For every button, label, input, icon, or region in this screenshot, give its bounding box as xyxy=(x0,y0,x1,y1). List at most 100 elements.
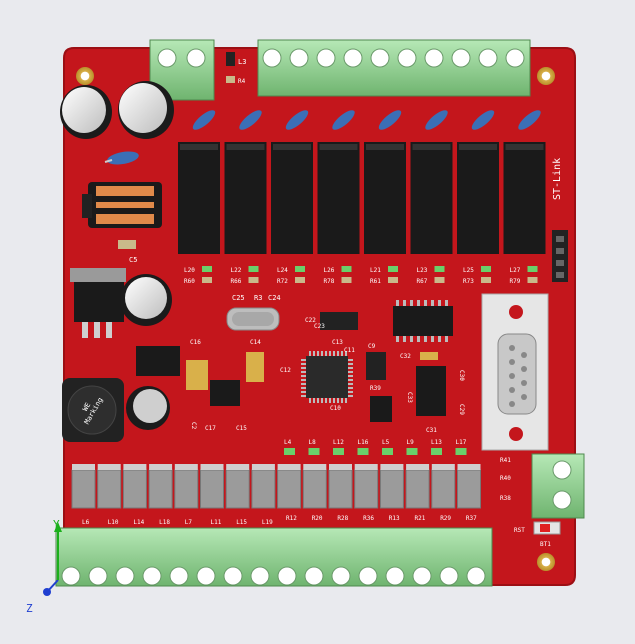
input-led-label: L5 xyxy=(382,439,390,446)
capacitor-electrolytic-small xyxy=(126,386,170,430)
relay xyxy=(224,142,267,254)
capacitor-electrolytic-mid xyxy=(120,274,172,326)
label-c9: C9 xyxy=(368,343,376,350)
optocoupler xyxy=(457,469,481,509)
terminal-screw xyxy=(250,566,270,586)
label-c24: C24 xyxy=(268,294,281,302)
terminal-screw xyxy=(424,48,444,68)
relay-resistor-label: R60 xyxy=(184,278,195,285)
input-led xyxy=(308,448,320,455)
terminal-screw xyxy=(412,566,432,586)
input-led xyxy=(406,448,418,455)
relay-led-label: L20 xyxy=(184,267,195,274)
relay-resistor xyxy=(388,277,398,283)
input-led xyxy=(284,448,295,455)
optocoupler xyxy=(97,469,122,509)
label-c16: C16 xyxy=(190,339,201,346)
snubber-capacitor xyxy=(332,110,355,130)
terminal-screw xyxy=(88,566,108,586)
relay-resistor-label: R73 xyxy=(463,278,474,285)
label-r38: R38 xyxy=(500,495,511,502)
terminal-screw xyxy=(223,566,243,586)
label-c29: C29 xyxy=(458,404,465,415)
relay-led-label: L25 xyxy=(463,267,474,274)
terminal-screw xyxy=(262,48,282,68)
terminal-screw xyxy=(466,566,486,586)
relay-resistor-label: R78 xyxy=(324,278,335,285)
reset-button[interactable] xyxy=(533,521,561,535)
optocoupler xyxy=(71,469,96,509)
terminal-screw xyxy=(277,566,297,586)
terminal-block-power xyxy=(149,39,215,101)
mounting-hole xyxy=(537,553,555,571)
input-led xyxy=(333,448,344,455)
terminal-screw xyxy=(397,48,417,68)
input-label: L14 xyxy=(133,519,144,526)
input-led-label: L17 xyxy=(456,439,467,446)
label-r39: R39 xyxy=(370,385,381,392)
label-c13: C13 xyxy=(332,339,343,346)
terminal-screw xyxy=(385,566,405,586)
snubber-capacitor xyxy=(518,110,541,130)
optocoupler xyxy=(122,469,147,509)
optocoupler xyxy=(148,469,173,509)
relay-group xyxy=(178,110,546,254)
relay-led-label: L27 xyxy=(510,267,521,274)
optocoupler xyxy=(251,469,276,509)
inductor-l3 xyxy=(226,52,235,66)
optocoupler xyxy=(431,469,456,509)
label-c30: C30 xyxy=(458,370,465,381)
label-c10: C10 xyxy=(330,405,341,412)
input-led xyxy=(455,448,467,455)
input-resistor-label: R20 xyxy=(312,515,323,522)
input-led-label: L16 xyxy=(358,439,369,446)
label-c12: C12 xyxy=(280,367,291,374)
mounting-hole xyxy=(76,67,94,85)
axis-z-label: Z xyxy=(26,602,33,615)
relay-led xyxy=(248,266,259,272)
terminal-block-relay-outputs xyxy=(257,39,531,97)
input-label: L7 xyxy=(185,519,193,526)
label-c2: C2 xyxy=(190,422,197,430)
choke-inductor xyxy=(82,182,162,228)
relay xyxy=(364,142,406,254)
terminal-screw xyxy=(439,566,459,586)
relay-led xyxy=(481,266,491,272)
input-led-label: L4 xyxy=(284,439,292,446)
tantalum-cap xyxy=(186,360,208,390)
label-c15: C15 xyxy=(236,425,247,432)
input-resistor-label: R36 xyxy=(363,515,374,522)
microcontroller xyxy=(301,351,353,403)
cap-c32-body xyxy=(420,352,438,360)
crystal xyxy=(226,307,280,331)
relay xyxy=(503,142,546,254)
optocoupler xyxy=(302,469,327,509)
label-st-link: ST-Link xyxy=(552,158,563,200)
component-c9 xyxy=(366,352,386,380)
terminal-screw xyxy=(505,48,525,68)
crystal-small xyxy=(320,312,358,330)
relay-resistor xyxy=(202,277,212,283)
optocoupler-row xyxy=(71,464,481,509)
input-led-label: L13 xyxy=(431,439,442,446)
relay xyxy=(410,142,453,254)
input-resistor-label: R13 xyxy=(389,515,400,522)
input-led-label: L8 xyxy=(309,439,317,446)
input-label: L18 xyxy=(159,519,170,526)
relay-led-label: L23 xyxy=(417,267,428,274)
input-resistor-label: R37 xyxy=(466,515,477,522)
relay-led xyxy=(202,266,212,272)
terminal-screw xyxy=(370,48,390,68)
relay xyxy=(178,142,220,254)
ic-small xyxy=(370,396,392,422)
terminal-screw xyxy=(316,48,336,68)
axis-gizmo: Y Z xyxy=(26,518,62,615)
db9-connector xyxy=(481,293,549,451)
input-led xyxy=(431,448,442,455)
relay xyxy=(317,142,360,254)
resistor-r4 xyxy=(226,76,235,83)
optocoupler xyxy=(354,469,379,509)
input-resistor-label: R28 xyxy=(337,515,348,522)
terminal-screw xyxy=(142,566,162,586)
